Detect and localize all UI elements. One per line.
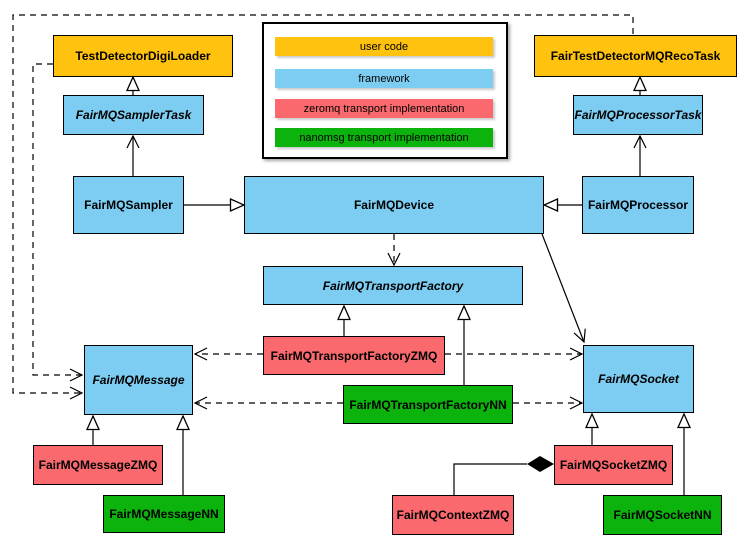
node-fairmqprocessor: FairMQProcessor (582, 176, 694, 234)
node-fairmqdevice: FairMQDevice (244, 176, 544, 234)
node-fairmqsocketnn: FairMQSocketNN (603, 495, 722, 535)
composition-diamond-icon (527, 456, 554, 472)
node-label: FairMQProcessor (587, 198, 689, 212)
node-label: FairMQSocketNN (613, 508, 712, 522)
node-fairmqcontextzmq: FairMQContextZMQ (392, 495, 514, 535)
legend-item-nanomsg: nanomsg transport implementation (275, 128, 493, 147)
node-label: FairMQSocket (598, 372, 679, 386)
node-fairmqmessage: FairMQMessage (84, 345, 193, 415)
legend: user code framework zeromq transport imp… (262, 22, 508, 159)
legend-item-user-code: user code (275, 37, 493, 56)
node-label: FairTestDetectorMQRecoTask (550, 49, 721, 63)
node-fairmqsocketzmq: FairMQSocketZMQ (554, 445, 673, 485)
edge-device-to-socket (541, 233, 586, 344)
node-fairtestdetectormqrecotask: FairTestDetectorMQRecoTask (534, 35, 737, 77)
legend-label: framework (358, 72, 410, 85)
legend-item-framework: framework (275, 69, 493, 88)
legend-item-zeromq: zeromq transport implementation (275, 99, 493, 118)
node-fairmqsamplertask: FairMQSamplerTask (63, 95, 204, 135)
legend-label: user code (359, 40, 409, 53)
edge-contextzmq-to-socketzmq (453, 463, 527, 495)
node-label: FairMQTransportFactoryNN (349, 397, 507, 412)
node-label: TestDetectorDigiLoader (75, 49, 211, 63)
node-label: FairMQProcessorTask (574, 108, 702, 122)
node-label: FairMQMessageNN (109, 507, 219, 521)
node-label: FairMQDevice (353, 198, 435, 212)
legend-label: zeromq transport implementation (303, 102, 465, 115)
node-label: FairMQSamplerTask (75, 108, 192, 122)
node-label: FairMQTransportFactory (322, 278, 464, 293)
node-fairmqmessagenn: FairMQMessageNN (103, 495, 225, 533)
node-label: FairMQContextZMQ (396, 508, 510, 522)
node-label: FairMQMessageZMQ (38, 458, 158, 472)
node-label: FairMQSocketZMQ (559, 458, 668, 472)
node-fairmqtransportfactory: FairMQTransportFactory (263, 266, 523, 305)
node-testdetectordigiloader: TestDetectorDigiLoader (53, 35, 233, 77)
node-label: FairMQSampler (84, 198, 173, 212)
node-fairmqprocessortask: FairMQProcessorTask (573, 95, 703, 135)
node-fairmqsocket: FairMQSocket (583, 345, 694, 413)
node-fairmqtransportfactorynn: FairMQTransportFactoryNN (343, 385, 513, 424)
node-label: FairMQMessage (92, 373, 185, 387)
node-fairmqtransportfactoryzmq: FairMQTransportFactoryZMQ (263, 336, 445, 375)
node-fairmqsampler: FairMQSampler (73, 176, 184, 234)
node-label: FairMQTransportFactoryZMQ (270, 348, 438, 363)
node-fairmqmessagezmq: FairMQMessageZMQ (33, 445, 163, 485)
legend-label: nanomsg transport implementation (299, 131, 469, 144)
